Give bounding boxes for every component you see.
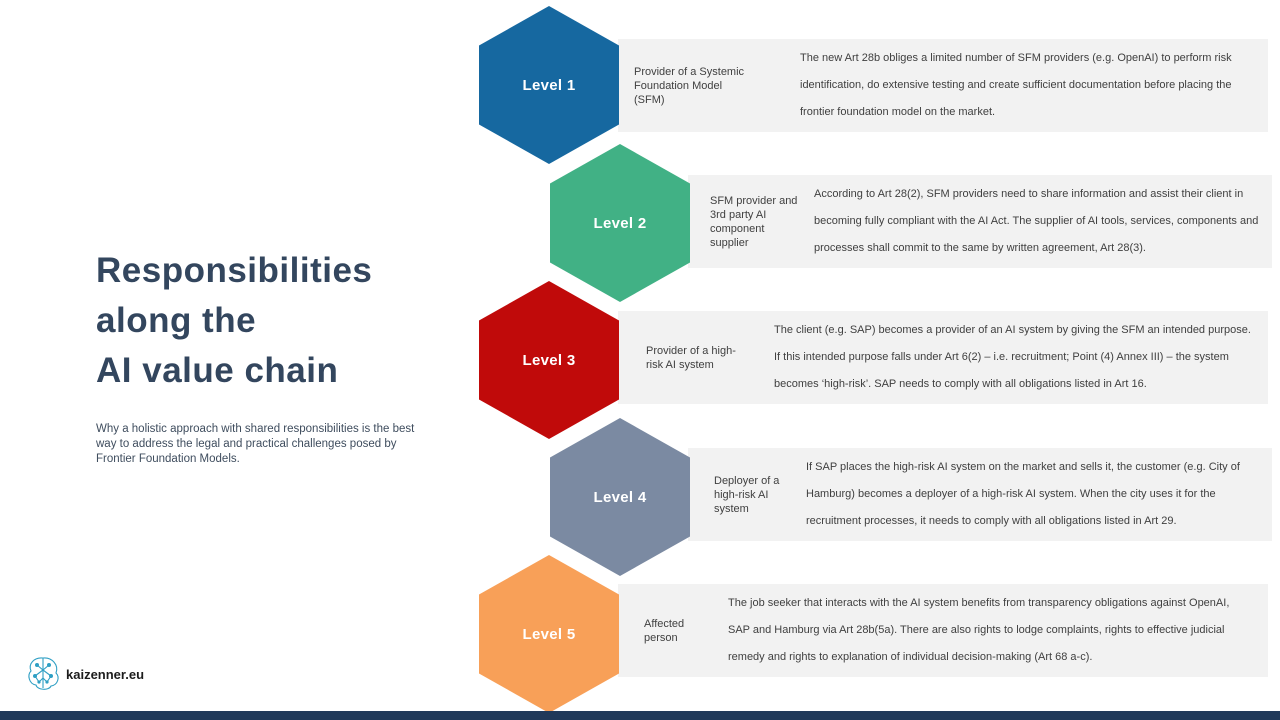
page-subtitle: Why a holistic approach with shared resp…: [96, 423, 415, 465]
level-3-hexagon: Level 3: [479, 281, 619, 439]
level-description: The job seeker that interacts with the A…: [728, 597, 1230, 663]
level-row-1: Provider of a Systemic Foundation Model …: [618, 39, 1268, 132]
level-1-hexagon: Level 1: [479, 6, 619, 164]
level-2-hexagon: Level 2: [550, 144, 690, 302]
brand-logo: kaizenner.eu: [24, 654, 144, 694]
role-label: Deployer of a high-risk AI system: [714, 474, 780, 515]
level-5-hexagon: Level 5: [479, 555, 619, 713]
level-description: According to Art 28(2), SFM providers ne…: [814, 188, 1259, 254]
level-description: If SAP places the high-risk AI system on…: [806, 461, 1240, 527]
level-4-hexagon: Level 4: [550, 418, 690, 576]
level-row-4: Deployer of a high-risk AI system If SAP…: [688, 448, 1272, 541]
level-row-2: SFM provider and 3rd party AI component …: [688, 175, 1272, 268]
level-1-label: Level 1: [522, 76, 576, 94]
level-3-label: Level 3: [522, 351, 576, 369]
level-row-3: Provider of a high-risk AI system The cl…: [618, 311, 1268, 404]
role-label: Provider of a high-risk AI system: [646, 344, 736, 371]
brand-text: kaizenner.eu: [66, 666, 145, 682]
role-label: SFM provider and 3rd party AI component …: [710, 194, 798, 249]
role-label: Affected person: [644, 617, 685, 644]
level-row-5: Affected person The job seeker that inte…: [618, 584, 1268, 677]
page-title: Responsibilities along the AI value chai…: [96, 251, 373, 390]
brain-icon: [24, 654, 62, 694]
level-4-label: Level 4: [593, 488, 647, 506]
level-description: The client (e.g. SAP) becomes a provider…: [774, 324, 1251, 390]
level-2-label: Level 2: [593, 214, 647, 232]
bottom-accent-bar: [0, 711, 1280, 720]
role-label: Provider of a Systemic Foundation Model …: [634, 65, 745, 106]
level-description: The new Art 28b obliges a limited number…: [800, 52, 1232, 118]
level-5-label: Level 5: [522, 625, 576, 643]
